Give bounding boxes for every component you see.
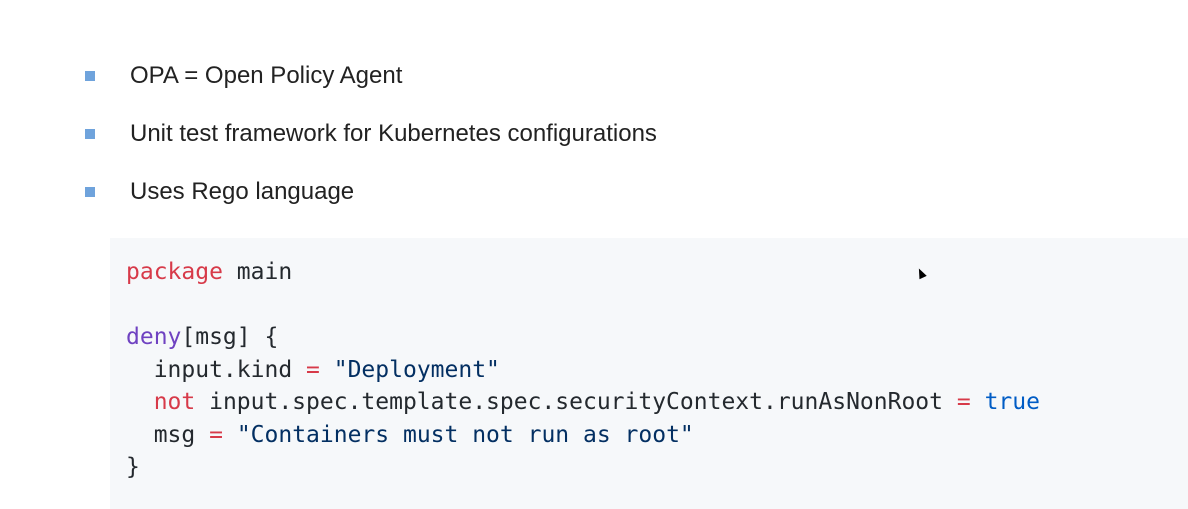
bullet-item: Unit test framework for Kubernetes confi…: [85, 120, 657, 148]
bullet-text: Unit test framework for Kubernetes confi…: [130, 120, 657, 147]
bullet-square-icon: [85, 187, 95, 197]
code-text: input.spec.template.spec.securityContext…: [195, 389, 957, 415]
code-block: package main deny[msg] { input.kind = "D…: [110, 238, 1188, 509]
code-space: [320, 357, 334, 383]
bullet-square-icon: [85, 129, 95, 139]
code-keyword: package: [126, 259, 223, 285]
code-space: [223, 422, 237, 448]
code-function: deny: [126, 324, 182, 350]
code-boolean: true: [984, 389, 1040, 415]
code-text: package main deny[msg] { input.kind = "D…: [126, 256, 1040, 484]
code-text: [msg] {: [181, 324, 279, 350]
code-keyword: not: [126, 389, 196, 415]
bullet-text: OPA = Open Policy Agent: [130, 62, 403, 89]
code-operator: =: [209, 421, 223, 448]
code-operator: =: [306, 356, 320, 383]
bullet-item: Uses Rego language: [85, 178, 354, 206]
bullet-text: Uses Rego language: [130, 178, 355, 205]
code-string: "Deployment": [333, 356, 500, 383]
code-text: input.kind: [126, 356, 307, 383]
code-text: main: [222, 259, 293, 285]
code-space: [971, 389, 985, 415]
code-operator: =: [956, 389, 971, 415]
bullet-item: OPA = Open Policy Agent: [85, 62, 402, 90]
code-string: "Containers must not run as root": [236, 421, 694, 448]
bullet-square-icon: [85, 71, 95, 81]
code-text: }: [126, 454, 140, 480]
code-text: msg: [126, 421, 210, 448]
